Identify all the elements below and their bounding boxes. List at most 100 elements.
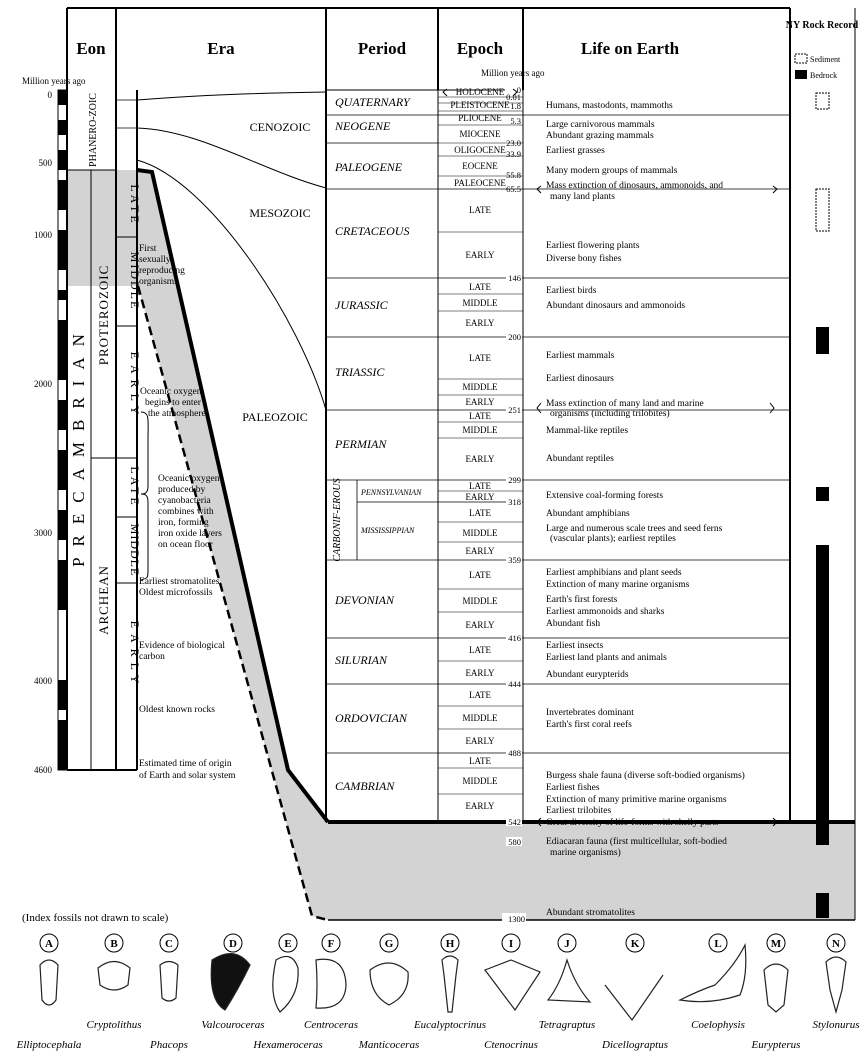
period-header: Period: [358, 39, 407, 58]
ny-rock-record: [815, 92, 830, 918]
era-header: Era: [207, 39, 235, 58]
phanerozoic-eras: CENOZOIC MESOZOIC PALEOZOIC: [242, 120, 310, 424]
scale-500: 500: [39, 158, 53, 168]
epoch-permian-early: EARLY: [465, 454, 495, 464]
epoch-jurassic-late: LATE: [469, 282, 491, 292]
epoch-silurian-late: LATE: [469, 645, 491, 655]
fossil-name: Centroceras: [304, 1019, 358, 1031]
life-earliest-birds: Earliest birds: [546, 286, 597, 296]
fossil-letter-circle: [501, 933, 521, 953]
event-oldest-rocks: Oldest known rocks: [139, 705, 215, 715]
epoch-paleocene: PALEOCENE: [454, 178, 506, 188]
life-earliest-trilobites: Earliest trilobites: [546, 806, 611, 816]
epoch-oligocene: OLIGOCENE: [454, 145, 506, 155]
fossil-name: Valcouroceras: [201, 1019, 264, 1031]
period-pennsylvanian: PENNSYLVANIAN: [360, 488, 422, 497]
period-triassic: TRIASSIC: [335, 365, 385, 379]
epoch-pennsylvanian-early: EARLY: [465, 492, 495, 502]
fossil-letter-circle: [379, 933, 399, 953]
epoch-triassic-early: EARLY: [465, 397, 495, 407]
epoch-cretaceous-late: LATE: [469, 205, 491, 215]
precambrian-era-middle-2: MIDDLE: [128, 524, 142, 577]
fossil-f: F Centroceras: [304, 933, 358, 1031]
fossil-letter: D: [229, 938, 237, 950]
period-paleogene: PALEOGENE: [334, 160, 403, 174]
epoch-silurian-early: EARLY: [465, 668, 495, 678]
fossil-name: Tetragraptus: [539, 1019, 595, 1031]
epoch-mississippian-middle: MIDDLE: [463, 528, 498, 538]
fossil-drawing: [825, 956, 847, 1015]
epoch-miocene: MIOCENE: [460, 129, 501, 139]
age-1-8: 1.8: [510, 101, 521, 111]
period-devonian: DEVONIAN: [334, 593, 395, 607]
fossil-row: AElliptocephalaBCryptolithusCPhacopsDVal…: [16, 933, 860, 1051]
life-earliest-grasses: Earliest grasses: [546, 146, 605, 156]
fossil-name: Ctenocrinus: [484, 1039, 538, 1051]
fossil-drawing: [441, 955, 459, 1013]
age-488: 488: [508, 748, 521, 758]
life-earliest-insects: Earliest insects: [546, 641, 604, 651]
age-0-01: 0.01: [506, 92, 521, 102]
fossil-i: I Ctenocrinus: [484, 933, 541, 1051]
life-invertebrates: Invertebrates dominant: [546, 708, 634, 718]
epoch-pliocene: PLIOCENE: [458, 113, 502, 123]
epoch-ordovician-early: EARLY: [465, 736, 495, 746]
scale-3000: 3000: [34, 528, 53, 538]
precambrian-era-column: LATE MIDDLE EARLY LATE MIDDLE EARLY: [116, 90, 142, 770]
age-55-8: 55.8: [506, 170, 521, 180]
proterozoic-label: PROTEROZOIC: [96, 265, 111, 366]
scale-2000: 2000: [34, 379, 53, 389]
life-earliest-dinosaurs: Earliest dinosaurs: [546, 374, 614, 384]
life-shelly-parts: Great diversity of life-forms with shell…: [546, 817, 719, 828]
fossil-letter-circle: [39, 933, 59, 953]
epoch-devonian-middle: MIDDLE: [463, 596, 498, 606]
epoch-eocene: EOCENE: [462, 161, 498, 171]
age-251: 251: [508, 405, 521, 415]
epoch-permian-late: LATE: [469, 411, 491, 421]
life-first-forests: Earth's first forests: [546, 594, 618, 605]
age-0: 0: [517, 85, 521, 95]
epoch-cambrian-early: EARLY: [465, 801, 495, 811]
life-bony-fishes: Diverse bony fishes: [546, 253, 622, 264]
epoch-holocene: HOLOCENE: [456, 87, 505, 97]
fossil-letter: I: [509, 938, 513, 950]
epoch-header: Epoch: [457, 39, 504, 58]
age-33-9: 33.9: [506, 149, 521, 159]
life-primitive-extinction: Extinction of many primitive marine orga…: [546, 794, 727, 805]
fossil-letter-circle: [625, 933, 645, 953]
epoch-cretaceous-early: EARLY: [465, 250, 495, 260]
event-oldest-microfossils: Oldest microfossils: [139, 587, 213, 598]
life-grazing-mammals: Abundant grazing mammals: [546, 131, 654, 141]
fossil-drawing: [604, 974, 664, 1022]
fossil-letter: F: [328, 938, 335, 950]
ny-record-header: NY Rock Record: [786, 20, 859, 31]
fossil-letter: J: [564, 938, 570, 950]
fossil-drawing: [315, 958, 347, 1009]
fossil-name: Manticoceras: [358, 1039, 419, 1051]
fossil-letter-circle: [321, 933, 341, 953]
age-23-0: 23.0: [506, 138, 521, 148]
epoch-ordovician-late: LATE: [469, 690, 491, 700]
epoch-cambrian-late: LATE: [469, 756, 491, 766]
life-earliest-fishes: Earliest fishes: [546, 782, 600, 793]
fossil-name: Cryptolithus: [86, 1019, 141, 1031]
life-earliest-mammals: Earliest mammals: [546, 351, 615, 361]
fossil-name: Hexameroceras: [252, 1039, 322, 1051]
period-ordovician: ORDOVICIAN: [335, 711, 408, 725]
era-cenozoic: CENOZOIC: [250, 120, 311, 134]
life-ammonoids-sharks: Earliest ammonoids and sharks: [546, 607, 665, 617]
phanerozoic-label: PHANERO-ZOIC: [88, 93, 99, 167]
life-stromatolites: Abundant stromatolites: [546, 908, 635, 918]
fossil-letter-circle: [159, 933, 179, 953]
epoch-mississippian-early: EARLY: [465, 546, 495, 556]
fossil-letter: C: [165, 938, 173, 950]
fossil-drawing: [97, 960, 131, 991]
epoch-permian-middle: MIDDLE: [463, 425, 498, 435]
